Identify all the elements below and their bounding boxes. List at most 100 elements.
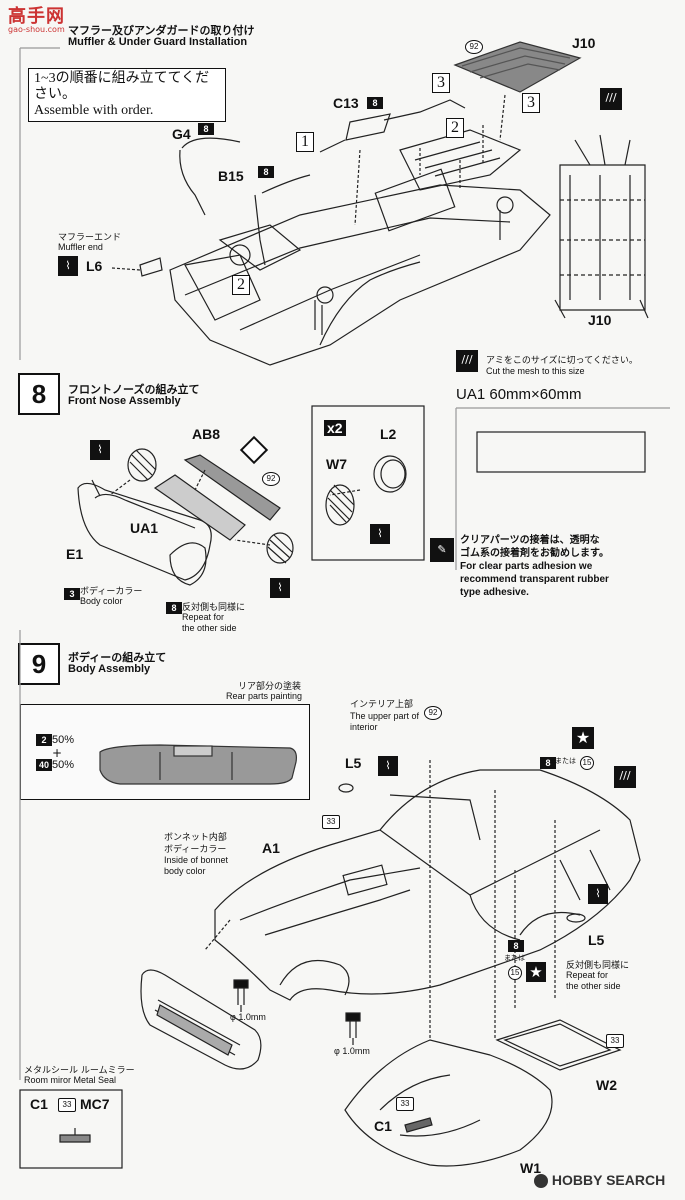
mesh-cut-jp: アミをこのサイズに切ってください。: [486, 356, 638, 366]
assembly-order-note: 1~3の順番に組み立ててください。 Assemble with order.: [28, 68, 226, 122]
mesh-cut-icon: ///: [456, 350, 478, 372]
adhesive-icon: ✎: [430, 538, 454, 562]
brand-logo-icon: [534, 1174, 548, 1189]
part-c13: C13: [333, 95, 359, 111]
part-92-body: 92: [424, 706, 442, 720]
part-w7: W7: [326, 456, 347, 472]
paint-mix-plus: +: [52, 746, 63, 760]
bonnet-jp1: ボンネット内部: [164, 833, 227, 843]
part-33-window: 33: [322, 815, 340, 829]
part-b15-badge: 8: [258, 166, 274, 178]
mesh-icon: ///: [600, 88, 622, 110]
interior-en1: The upper part of: [350, 711, 420, 721]
step7-title-jp: マフラー及びアンダガードの取り付け: [68, 24, 255, 37]
order-mark-2b: 2: [446, 118, 464, 138]
quantity-x2: x2: [324, 420, 346, 436]
part-j10-top: J10: [572, 35, 596, 51]
or-8-top: 8: [540, 757, 556, 769]
part-92-top: 92: [465, 40, 483, 54]
rear-paint-en: Rear parts painting: [226, 691, 303, 701]
cement-icon-3: ⌇: [370, 524, 390, 544]
or-jp-top: または: [555, 757, 576, 765]
bonnet-en1: Inside of bonnet: [164, 855, 229, 865]
drill-size-2: φ 1.0mm: [334, 1046, 370, 1056]
part-w1: W1: [520, 1160, 541, 1176]
step9-number: 9: [18, 643, 60, 685]
part-l6: L6: [86, 258, 103, 274]
repeat-en2-9: the other side: [566, 981, 621, 991]
part-c1: C1: [374, 1118, 392, 1134]
step8-number: 8: [18, 373, 60, 415]
paint-mix-a-pct: 50%: [52, 734, 75, 746]
order-mark-1: 1: [296, 132, 314, 152]
cement-icon-l5-top: ⌇: [378, 756, 398, 776]
cement-icon-l5-side: ⌇: [588, 884, 608, 904]
order-mark-2a: 2: [232, 275, 250, 295]
adhesive-en1: For clear parts adhesion we: [460, 561, 593, 572]
paint-mix-a-num: 2: [36, 734, 52, 746]
mesh-icon-body: ///: [614, 766, 636, 788]
drill-size-1: φ 1.0mm: [230, 1012, 266, 1022]
or-15-side: 15: [508, 966, 522, 980]
muffler-end-jp: マフラーエンド: [58, 233, 122, 243]
step7-title-en: Muffler & Under Guard Installation: [68, 36, 248, 48]
interior-en2: interior: [350, 722, 378, 732]
muffler-end-en: Muffler end: [58, 242, 103, 252]
adhesive-en3: type adhesive.: [460, 587, 529, 598]
ua1-size-label: UA1 60mm×60mm: [456, 386, 582, 403]
order-mark-3a: 3: [432, 73, 450, 93]
bonnet-en2: body color: [164, 866, 206, 876]
part-33-w2: 33: [606, 1034, 624, 1048]
part-e1: E1: [66, 546, 84, 562]
repeat-num-8: 8: [166, 602, 182, 614]
mirror-num-33: 33: [58, 1098, 76, 1112]
repeat-en1-8: Repeat for: [182, 612, 225, 622]
cement-icon-2: ⌇: [270, 578, 290, 598]
mesh-cut-en: Cut the mesh to this size: [486, 366, 585, 376]
step9-title-en: Body Assembly: [68, 663, 151, 675]
part-33-c1: 33: [396, 1097, 414, 1111]
part-ab8: AB8: [192, 426, 221, 442]
step9-title-jp: ボディーの組み立て: [68, 651, 167, 664]
part-ua1: UA1: [130, 520, 159, 536]
or-8-side: 8: [508, 940, 524, 952]
site-watermark-logo: 高手网 gao-shou.com: [8, 2, 70, 34]
part-l2: L2: [380, 426, 397, 442]
mirror-seal-jp: メタルシール ルームミラー: [24, 1066, 135, 1076]
body-color-jp: ボディーカラー: [80, 587, 143, 597]
adhesive-jp1: クリアパーツの接着は、透明な: [460, 535, 600, 546]
interior-jp: インテリア上部: [350, 700, 414, 710]
or-15-top: 15: [580, 756, 594, 770]
part-w2: W2: [596, 1077, 617, 1093]
part-a1: A1: [262, 840, 280, 856]
step8-title-jp: フロントノーズの組み立て: [68, 383, 200, 396]
footer-brand: HOBBY SEARCH: [534, 1172, 666, 1189]
footer-brand-text: HOBBY SEARCH: [551, 1172, 666, 1188]
rear-paint-jp: リア部分の塗装: [238, 682, 302, 692]
order-note-en: Assemble with order.: [34, 103, 154, 118]
part-l5-side: L5: [588, 932, 605, 948]
body-color-num: 3: [64, 588, 80, 600]
adhesive-note: クリアパーツの接着は、透明な ゴム系の接着剤をお勧めします。 For clear…: [460, 534, 609, 599]
adhesive-en2: recommend transparent rubber: [460, 574, 609, 585]
or-jp-side: または: [504, 954, 525, 962]
repeat-en1-9: Repeat for: [566, 970, 609, 980]
paint-mix-b-pct: 50%: [52, 759, 75, 771]
paint-mix-b-num: 40: [36, 759, 52, 771]
adhesive-jp2: ゴム系の接着剤をお勧めします。: [460, 548, 609, 559]
order-note-jp: 1~3の順番に組み立ててください。: [34, 71, 210, 102]
cement-icon-l6: ⌇: [58, 256, 78, 276]
mirror-mc7: MC7: [80, 1096, 110, 1112]
repeat-en2-8: the other side: [182, 623, 237, 633]
part-g4-badge: 8: [198, 123, 214, 135]
watermark-site-url: gao-shou.com: [8, 25, 65, 34]
part-c13-badge: 8: [367, 97, 383, 109]
star-icon-top: ★: [572, 727, 594, 749]
part-l5-top: L5: [345, 755, 362, 771]
repeat-jp-8: 反対側も同様に: [182, 603, 246, 613]
